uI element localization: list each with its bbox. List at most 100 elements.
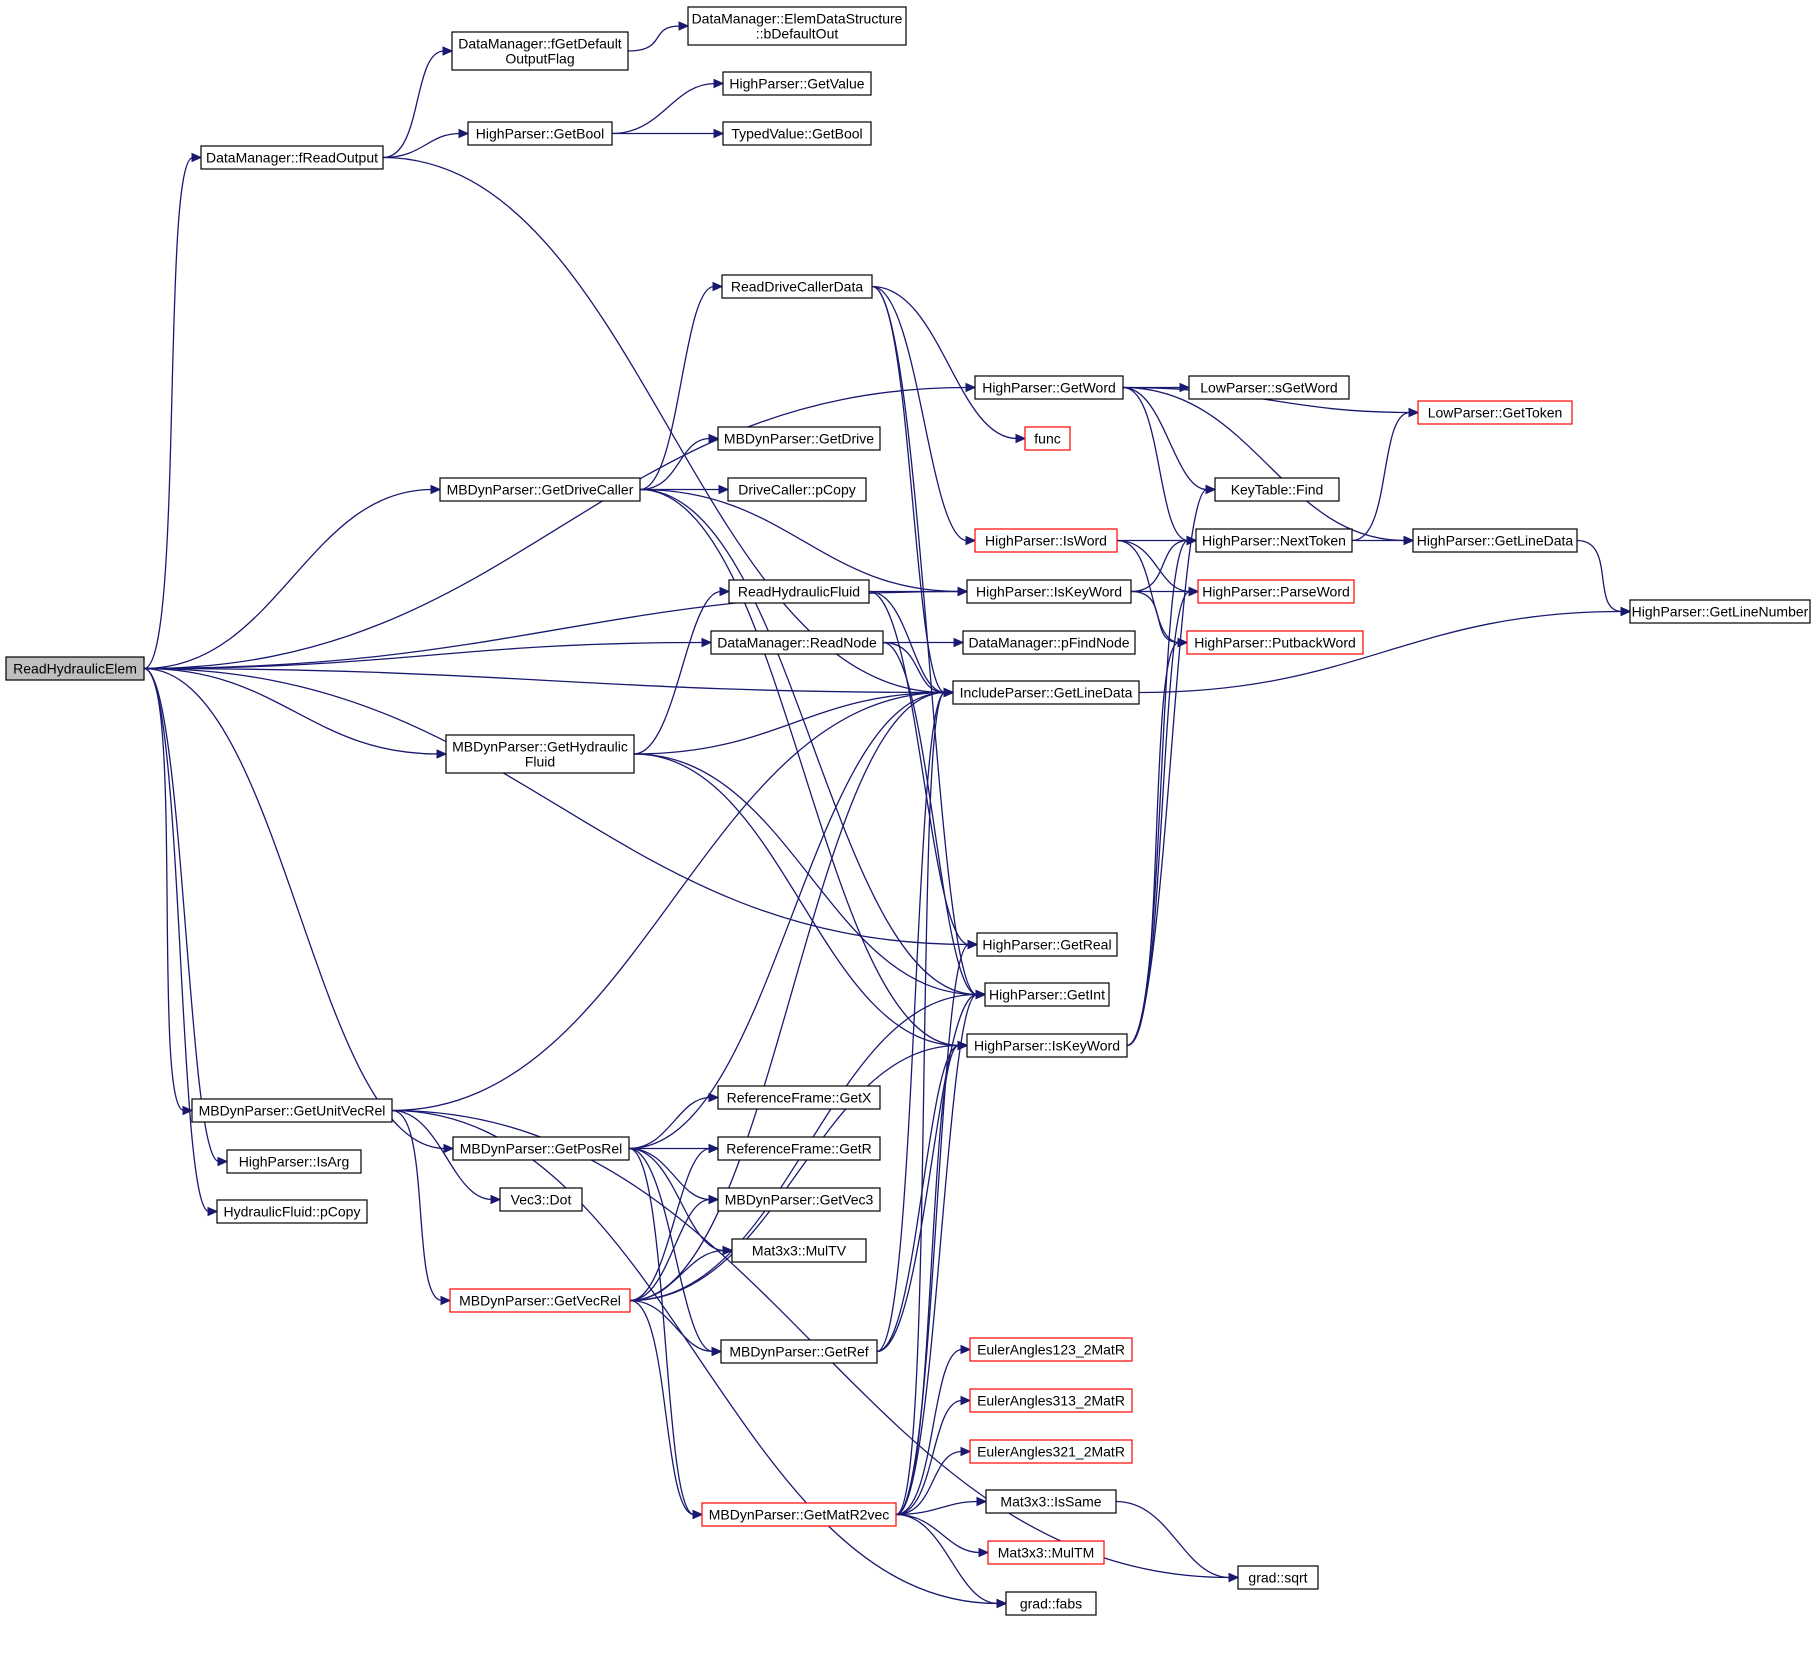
arrowhead [490, 1194, 502, 1205]
node-dm-fread-output[interactable]: DataManager::fReadOutput [200, 145, 384, 170]
node-rf-get-x[interactable]: ReferenceFrame::GetX [717, 1085, 881, 1110]
arrowhead [719, 586, 731, 597]
edge-hp-is-word-to-hp-parse-word [1116, 539, 1191, 593]
node-euler313[interactable]: EulerAngles313_2MatR [969, 1388, 1133, 1413]
node-rf-get-r[interactable]: ReferenceFrame::GetR [717, 1136, 881, 1161]
node-hp-is-key-word1[interactable]: HighParser::IsKeyWord [966, 579, 1132, 604]
node-euler123[interactable]: EulerAngles123_2MatR [969, 1337, 1133, 1362]
arrowhead [978, 1547, 990, 1558]
node-hf-pcopy[interactable]: HydraulicFluid::pCopy [216, 1199, 368, 1224]
node-hp-next-token[interactable]: HighParser::NextToken [1195, 528, 1353, 553]
node-label: Vec3::Dot [511, 1192, 572, 1208]
node-label: ReferenceFrame::GetX [727, 1090, 872, 1106]
node-label: DataManager::pFindNode [968, 635, 1129, 651]
edge-mb-get-mat-r2vec-to-mat-mul-tm [895, 1513, 981, 1554]
edge-mb-get-mat-r2vec-to-mat-is-same [895, 1500, 979, 1516]
node-hp-get-line-number[interactable]: HighParser::GetLineNumber [1629, 599, 1811, 624]
edge-hp-is-key-word1-to-hp-putback-word [1130, 590, 1180, 644]
node-tv-get-bool[interactable]: TypedValue::GetBool [722, 121, 872, 146]
node-read-drive-caller-data[interactable]: ReadDriveCallerData [721, 274, 873, 299]
arrowhead [1186, 535, 1198, 546]
edge-hp-is-key-word2-to-hp-next-token [1126, 539, 1189, 1047]
arrowhead [976, 1496, 988, 1507]
node-mb-get-drive[interactable]: MBDynParser::GetDrive [717, 426, 881, 451]
node-box [1629, 599, 1811, 624]
node-box [962, 630, 1136, 655]
node-box [717, 426, 881, 451]
node-box [1237, 1565, 1319, 1590]
edge-hp-get-bool-to-hp-get-value [611, 82, 716, 135]
node-hp-get-bool[interactable]: HighParser::GetBool [467, 121, 613, 146]
node-dc-pcopy[interactable]: DriveCaller::pCopy [727, 477, 867, 502]
node-dm-read-node[interactable]: DataManager::ReadNode [710, 630, 884, 655]
node-mb-get-ref[interactable]: MBDynParser::GetRef [720, 1339, 878, 1364]
node-mb-get-mat-r2vec[interactable]: MBDynParser::GetMatR2vec [701, 1502, 897, 1527]
edge-mb-get-ref-to-hp-is-key-word2 [876, 1044, 960, 1353]
node-label: MBDynParser::GetDrive [724, 431, 874, 447]
node-mb-get-pos-rel[interactable]: MBDynParser::GetPosRel [452, 1136, 630, 1161]
node-grad-fabs[interactable]: grad::fabs [1005, 1591, 1097, 1616]
node-hp-get-real[interactable]: HighParser::GetReal [976, 932, 1118, 957]
node-mb-get-drive-caller[interactable]: MBDynParser::GetDriveCaller [439, 477, 641, 502]
node-mat-is-same[interactable]: Mat3x3::IsSame [985, 1489, 1117, 1514]
arrowhead [440, 1295, 452, 1306]
node-func[interactable]: func [1024, 426, 1071, 451]
node-label: HighParser::IsWord [985, 533, 1107, 549]
edge-dm-read-node-to-ip-get-line-data [882, 641, 946, 694]
node-hp-is-key-word2[interactable]: HighParser::IsKeyWord [966, 1033, 1128, 1058]
node-eds-bdefault-out[interactable]: DataManager::ElemDataStructure::bDefault… [687, 6, 907, 46]
node-box [451, 31, 629, 71]
node-grad-sqrt[interactable]: grad::sqrt [1237, 1565, 1319, 1590]
call-edges [143, 21, 1632, 1609]
node-box [452, 1136, 630, 1161]
node-ip-get-line-data[interactable]: IncludeParser::GetLineData [952, 680, 1140, 705]
arrowhead [1620, 606, 1632, 617]
node-box [710, 630, 884, 655]
node-label: OutputFlag [505, 51, 574, 67]
node-lp-get-token[interactable]: LowParser::GetToken [1417, 400, 1573, 425]
node-kt-find[interactable]: KeyTable::Find [1214, 477, 1340, 502]
node-hp-parse-word[interactable]: HighParser::ParseWord [1197, 579, 1355, 604]
arrowhead [217, 1156, 229, 1167]
edge-read-hydraulic-elem-to-ip-get-line-data [143, 667, 946, 694]
node-read-hydraulic-fluid[interactable]: ReadHydraulicFluid [728, 579, 870, 604]
node-dm-pfind-node[interactable]: DataManager::pFindNode [962, 630, 1136, 655]
node-lp-sget-word[interactable]: LowParser::sGetWord [1188, 375, 1350, 400]
node-label: DataManager::ReadNode [717, 635, 877, 651]
node-hp-get-word[interactable]: HighParser::GetWord [974, 375, 1124, 400]
node-label: DataManager::ElemDataStructure [692, 11, 903, 27]
node-box [952, 680, 1140, 705]
node-mb-get-vec3[interactable]: MBDynParser::GetVec3 [717, 1187, 881, 1212]
node-hp-get-line-data[interactable]: HighParser::GetLineData [1412, 528, 1578, 553]
node-label: IncludeParser::GetLineData [960, 685, 1133, 701]
node-hp-get-value[interactable]: HighParser::GetValue [722, 71, 872, 96]
edge-mb-get-vec-rel-to-ip-get-line-data [629, 691, 946, 1302]
node-mat-mul-tm[interactable]: Mat3x3::MulTM [987, 1540, 1105, 1565]
node-vec3-dot[interactable]: Vec3::Dot [499, 1187, 583, 1212]
edge-read-drive-caller-data-to-hp-get-int [871, 285, 978, 996]
node-mb-get-vec-rel[interactable]: MBDynParser::GetVecRel [449, 1288, 631, 1313]
arrowhead [718, 484, 730, 495]
edge-mb-get-mat-r2vec-to-euler123 [895, 1348, 963, 1516]
node-label: Mat3x3::MulTM [998, 1545, 1094, 1561]
arrowhead [708, 433, 720, 444]
edge-mb-get-drive-caller-to-mb-get-drive [639, 437, 711, 491]
arrowhead [708, 1143, 720, 1154]
node-box [1417, 400, 1573, 425]
node-hp-get-int[interactable]: HighParser::GetInt [984, 982, 1110, 1007]
arrowhead [1408, 407, 1420, 418]
node-mb-get-unit-vec-rel[interactable]: MBDynParser::GetUnitVecRel [191, 1098, 393, 1123]
edge-mb-get-vec-rel-to-mb-get-vec3 [629, 1198, 711, 1302]
node-label: HighParser::NextToken [1202, 533, 1346, 549]
node-read-hydraulic-elem[interactable]: ReadHydraulicElem [5, 656, 145, 681]
node-euler321[interactable]: EulerAngles321_2MatR [969, 1439, 1133, 1464]
node-mat-mul-tv[interactable]: Mat3x3::MulTV [731, 1238, 867, 1263]
node-hp-is-word[interactable]: HighParser::IsWord [974, 528, 1118, 553]
edge-read-hydraulic-elem-to-mb-get-hydraulic-fluid [143, 667, 439, 755]
arrowhead [722, 1245, 734, 1256]
node-box [984, 982, 1110, 1007]
node-hp-putback-word[interactable]: HighParser::PutbackWord [1186, 630, 1364, 655]
node-hp-is-arg[interactable]: HighParser::IsArg [226, 1149, 362, 1174]
